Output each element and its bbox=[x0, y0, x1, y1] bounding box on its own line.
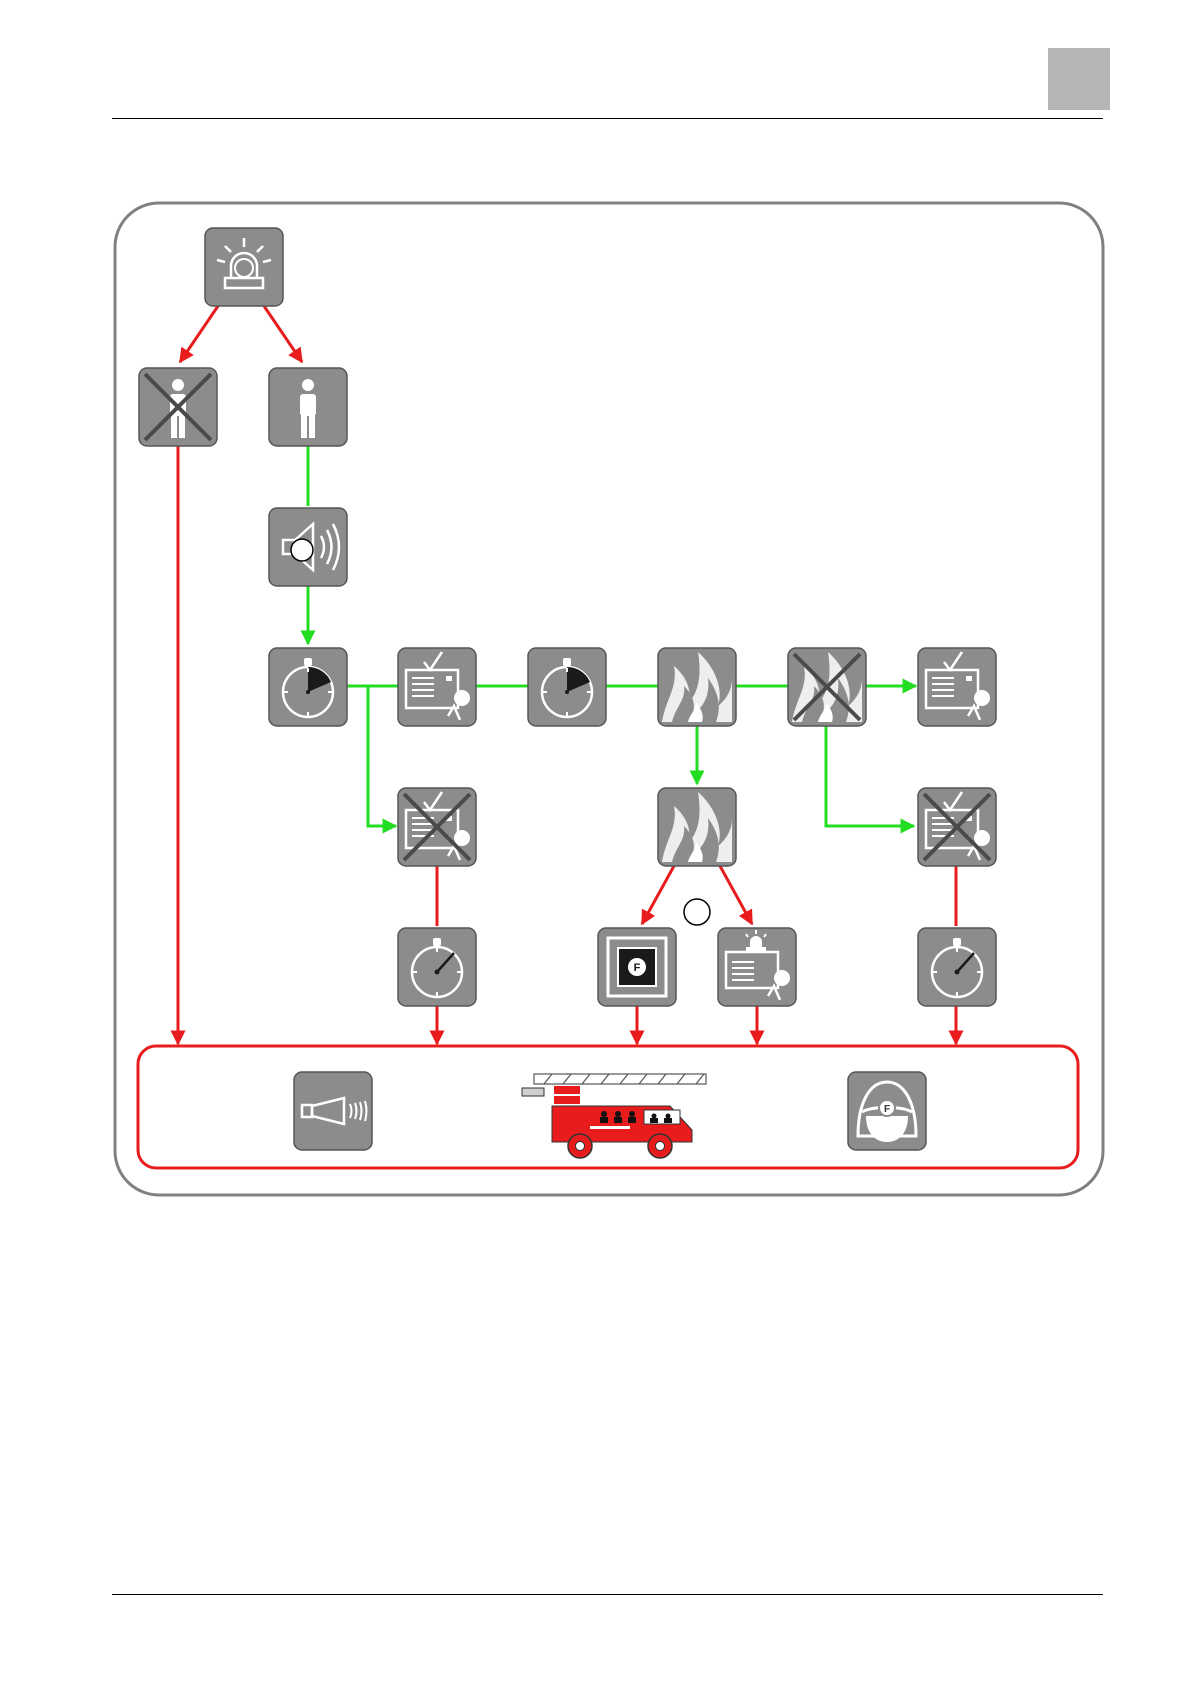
fire-confirmed-node bbox=[658, 788, 736, 866]
connector-alarm-to-operator bbox=[264, 306, 302, 362]
timeout-2-node bbox=[918, 928, 996, 1006]
step-marker-circle bbox=[684, 899, 710, 925]
nodes-layer: FF bbox=[139, 228, 996, 1158]
fire-check-node bbox=[658, 648, 736, 726]
svg-text:F: F bbox=[884, 1104, 890, 1115]
no-acknowledge-1-node bbox=[398, 788, 476, 866]
alarm-trigger-node bbox=[205, 228, 283, 306]
connector-to-no-ack-1 bbox=[368, 686, 396, 826]
panel-alarm-node bbox=[718, 928, 796, 1006]
timer-1-node bbox=[269, 648, 347, 726]
fire-brigade-node: F bbox=[848, 1072, 926, 1150]
no-fire-node bbox=[788, 648, 866, 726]
svg-text:F: F bbox=[634, 962, 641, 974]
horn-tile bbox=[294, 1072, 372, 1150]
connector-confirmed-to-panel bbox=[720, 866, 752, 924]
fire-truck-node bbox=[522, 1074, 706, 1158]
operator-present-node bbox=[269, 368, 347, 446]
connector-confirmed-to-callpoint bbox=[642, 866, 674, 924]
no-acknowledge-2-node bbox=[918, 788, 996, 866]
horn-node bbox=[294, 1072, 372, 1150]
connector-to-no-ack-2 bbox=[826, 726, 914, 826]
timer-2-node bbox=[528, 648, 606, 726]
timeout-1-node bbox=[398, 928, 476, 1006]
acknowledge-1-node bbox=[398, 648, 476, 726]
acoustic-signal-node bbox=[269, 508, 347, 586]
fire-call-point-node: F bbox=[598, 928, 676, 1006]
acknowledge-2-node bbox=[918, 648, 996, 726]
connector-alarm-to-no-operator bbox=[180, 306, 218, 362]
fire-truck-icon bbox=[522, 1074, 706, 1158]
no-operator-node bbox=[139, 368, 217, 446]
